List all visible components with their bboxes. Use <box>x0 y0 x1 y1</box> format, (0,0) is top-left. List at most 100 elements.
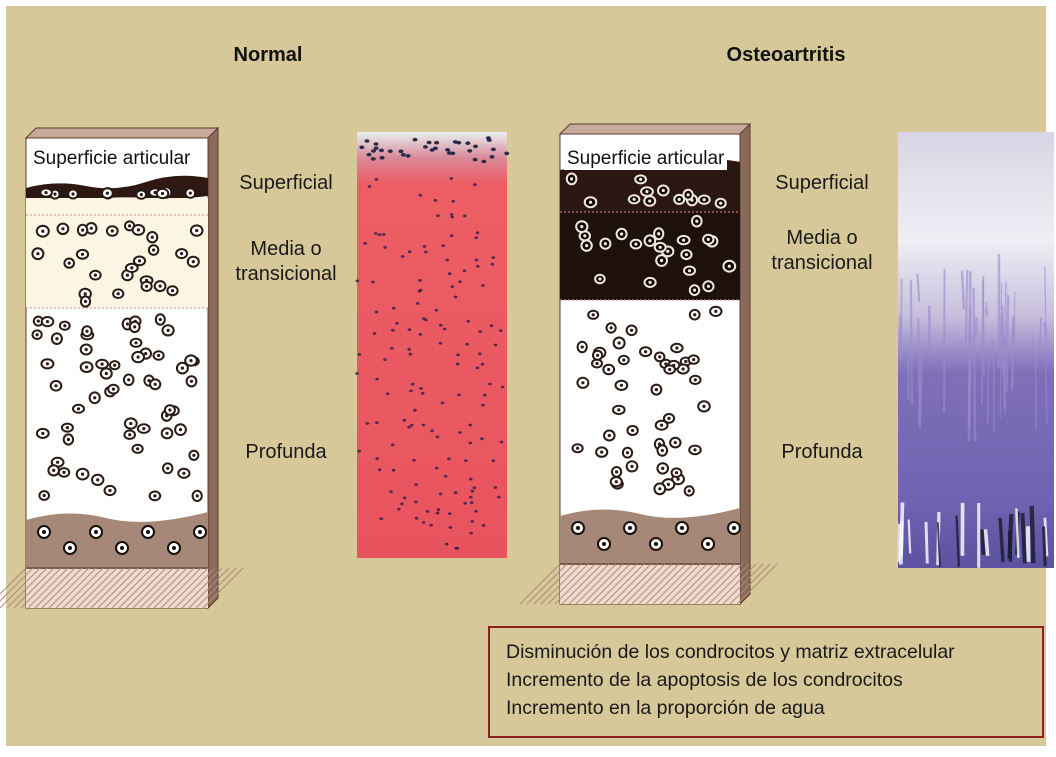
histology-streak <box>966 270 967 343</box>
histology-nucleus <box>436 436 440 439</box>
histology-streak <box>1032 331 1033 347</box>
histology-nucleus <box>371 281 375 284</box>
histology-nucleus <box>476 367 480 370</box>
histology-nucleus <box>499 329 503 332</box>
normal-histology-image <box>357 132 507 558</box>
chondrocyte-nucleus <box>661 467 664 470</box>
chondrocyte-nucleus <box>43 494 46 497</box>
chondrocyte-nucleus <box>53 193 56 196</box>
chondrocyte-nucleus <box>190 380 193 383</box>
histology-nucleus <box>380 156 385 160</box>
chondrocyte-nucleus <box>152 248 155 251</box>
chondrocyte-nucleus <box>189 192 192 195</box>
chondrocyte-nucleus <box>142 427 145 430</box>
histology-nucleus <box>357 450 361 453</box>
chondrocyte-nucleus <box>63 324 66 327</box>
chondrocyte-nucleus <box>626 451 629 454</box>
chondrocyte-nucleus <box>570 177 573 180</box>
chondrocyte-nucleus <box>81 253 84 256</box>
chondrocyte-nucleus <box>620 232 623 235</box>
histology-nucleus <box>443 328 447 331</box>
histology-nucleus <box>501 386 505 389</box>
chondrocyte-nucleus <box>604 242 607 245</box>
histology-nucleus <box>430 429 434 432</box>
chondrocyte-nucleus <box>84 292 87 295</box>
histology-nucleus <box>436 512 440 515</box>
normal-zone-media: Media o transicional <box>235 237 336 288</box>
histology-nucleus <box>474 510 478 513</box>
chondrocyte-nucleus <box>195 229 198 232</box>
chondrocyte-nucleus <box>617 408 620 411</box>
histology-nucleus <box>418 290 422 293</box>
calcified-cell-nucleus <box>706 542 710 546</box>
histology-nucleus <box>481 284 485 287</box>
histology-nucleus <box>375 178 379 181</box>
histology-nucleus <box>464 459 468 462</box>
histology-nucleus <box>367 153 372 157</box>
chondrocyte-nucleus <box>105 372 108 375</box>
histology-nucleus <box>414 483 418 486</box>
chondrocyte-nucleus <box>136 447 139 450</box>
histology-nucleus <box>488 383 492 386</box>
chondrocyte-nucleus <box>608 434 611 437</box>
histology-nucleus <box>480 437 484 440</box>
chondrocyte-nucleus <box>108 489 111 492</box>
chondrocyte-nucleus <box>36 333 39 336</box>
chondrocyte-nucleus <box>630 465 633 468</box>
chondrocyte-nucleus <box>154 383 157 386</box>
histology-nucleus <box>450 213 454 216</box>
chondrocyte-nucleus <box>660 424 663 427</box>
histology-nucleus <box>492 256 496 259</box>
histology-nucleus <box>450 152 455 156</box>
histology-nucleus <box>411 383 415 386</box>
histology-nucleus <box>421 392 425 395</box>
histology-nucleus <box>403 419 407 422</box>
chondrocyte-nucleus <box>189 359 192 362</box>
chondrocyte-nucleus <box>585 244 588 247</box>
chondrocyte-nucleus <box>159 318 162 321</box>
chondrocyte-nucleus <box>583 234 586 237</box>
chondrocyte-nucleus <box>166 467 169 470</box>
chondrocyte-nucleus <box>607 368 610 371</box>
calcified-cell-nucleus <box>654 542 658 546</box>
normal-cartilage-schematic <box>26 128 246 608</box>
histology-nucleus <box>410 424 414 427</box>
histology-nucleus <box>409 353 413 356</box>
chondrocyte-nucleus <box>192 260 195 263</box>
histology-streak <box>994 339 995 432</box>
histology-nucleus <box>491 263 495 266</box>
chondrocyte-nucleus <box>631 429 634 432</box>
note-line-2: Incremento de la apoptosis de los condro… <box>506 666 1026 694</box>
histology-nucleus <box>375 311 379 314</box>
histology-nucleus <box>416 302 420 305</box>
histology-streak <box>1035 349 1036 430</box>
chondrocyte-nucleus <box>592 313 595 316</box>
calcified-cell-nucleus <box>198 530 202 534</box>
chondrocyte-nucleus <box>171 289 174 292</box>
histology-streak <box>969 345 971 427</box>
chondrocyte-nucleus <box>167 329 170 332</box>
chondrocyte-nucleus <box>589 201 592 204</box>
histology-streak <box>1032 506 1034 563</box>
chondrocyte-nucleus <box>62 471 65 474</box>
histology-nucleus <box>487 138 492 142</box>
chondrocyte-nucleus <box>667 417 670 420</box>
calcified-cell-nucleus <box>732 526 736 530</box>
note-line-3: Incremento en la proporción de agua <box>506 694 1026 722</box>
histology-nucleus <box>391 329 395 332</box>
histology-nucleus <box>492 459 496 462</box>
chondrocyte-nucleus <box>688 269 691 272</box>
histology-nucleus <box>392 469 396 472</box>
chondrocyte-nucleus <box>714 310 717 313</box>
histology-nucleus <box>430 148 435 152</box>
histology-nucleus <box>403 497 407 500</box>
histology-nucleus <box>419 194 423 197</box>
chondrocyte-nucleus <box>693 289 696 292</box>
histology-nucleus <box>439 493 443 496</box>
chondrocyte-nucleus <box>129 422 132 425</box>
histology-nucleus <box>380 517 384 520</box>
chondrocyte-nucleus <box>580 225 583 228</box>
chondrocyte-nucleus <box>137 228 140 231</box>
chondrocyte-nucleus <box>687 193 690 196</box>
chondrocyte-nucleus <box>660 259 663 262</box>
